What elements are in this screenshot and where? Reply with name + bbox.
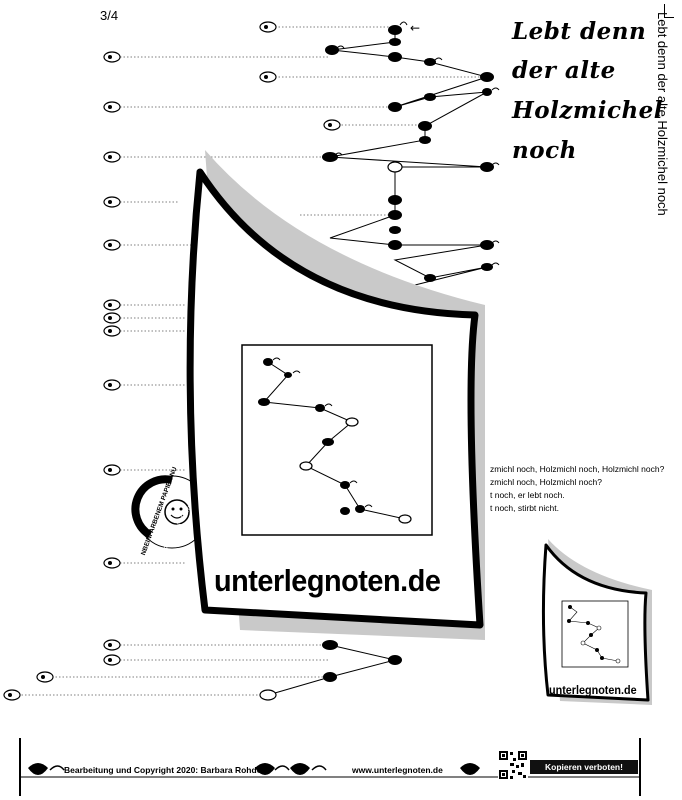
lyrics-line-3: t noch, er lebt noch. bbox=[490, 490, 565, 500]
small-logo bbox=[541, 539, 652, 705]
footer-copyright: Bearbeitung und Copyright 2020: Barbara … bbox=[64, 765, 262, 775]
watermark-logo bbox=[186, 150, 485, 640]
instrument-symbol-marks bbox=[8, 25, 332, 697]
copy-warning-badge: Kopieren verboten! bbox=[530, 760, 638, 774]
score-guide-lines bbox=[18, 26, 480, 696]
footer-website[interactable]: www.unterlegnoten.de bbox=[352, 765, 443, 775]
title-line-4: noch bbox=[512, 137, 577, 164]
side-title-mark bbox=[664, 4, 665, 18]
fairness-stamp bbox=[131, 475, 209, 549]
title-line-2: der alte bbox=[512, 57, 616, 84]
footer-ornament bbox=[19, 738, 641, 796]
qr-code-icon bbox=[498, 750, 528, 780]
arrow-left-icon: ← bbox=[410, 21, 420, 35]
notation-score: ← bbox=[3, 21, 500, 701]
notes-open bbox=[259, 161, 403, 701]
notes-filled bbox=[322, 25, 494, 682]
small-logo-text: unterlegnoten.de bbox=[549, 683, 637, 697]
side-title-mark-foot bbox=[664, 17, 674, 18]
page-number: 3/4 bbox=[100, 8, 119, 23]
note-flags bbox=[334, 21, 500, 266]
lyrics-line-4: t noch, stirbt nicht. bbox=[490, 503, 559, 513]
footer bbox=[0, 730, 682, 800]
title-line-3: Holzmichel bbox=[512, 97, 664, 124]
lyrics-line-2: zmichl noch, Holzmichl noch? bbox=[490, 477, 602, 487]
title-line-1: Lebt denn bbox=[512, 18, 647, 45]
logo-melody bbox=[262, 357, 406, 520]
watermark-logo-text: unterlegnoten.de bbox=[214, 563, 441, 598]
lyrics-line-1: zmichl noch, Holzmichl noch, Holzmichl n… bbox=[490, 464, 665, 474]
